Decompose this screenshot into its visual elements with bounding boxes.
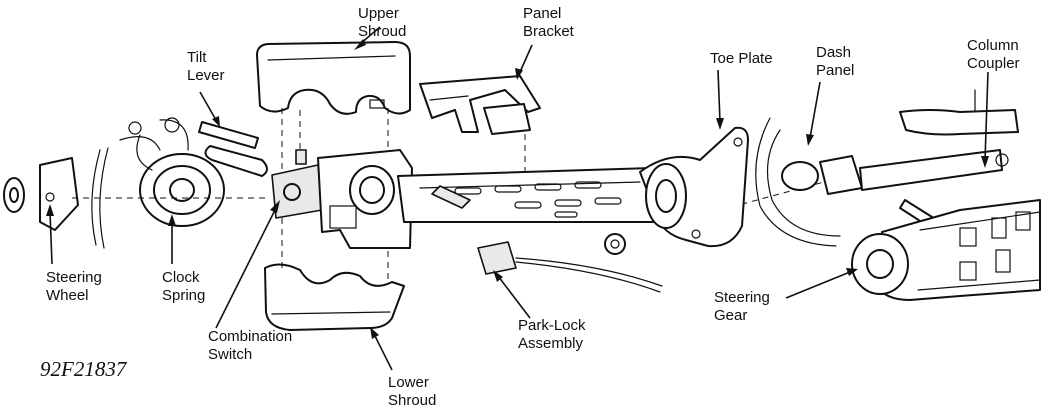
label-dash-panel: Dash Panel	[816, 44, 855, 79]
nut-part	[604, 233, 626, 255]
figure-code: 92F21837	[40, 357, 128, 381]
label-tilt-lever: Tilt Lever	[187, 49, 225, 84]
label-upper-shroud: Upper Shroud	[358, 5, 406, 40]
combination-switch-part	[271, 149, 413, 249]
label-column-coupler: Column Coupler	[967, 37, 1023, 72]
steering-wheel-part	[3, 147, 109, 249]
park-lock-assembly-part	[477, 241, 663, 293]
label-clock-spring: Clock Spring	[162, 269, 205, 304]
tilt-lever-part	[198, 121, 268, 177]
leader-lines	[46, 26, 989, 371]
steering-gear-part	[851, 199, 1041, 301]
label-combination-switch: Combination Switch	[208, 328, 296, 363]
label-park-lock-assembly: Park-Lock Assembly	[518, 317, 590, 352]
label-steering-gear: Steering Gear	[714, 289, 774, 324]
panel-bracket-part	[419, 75, 541, 135]
upper-shroud-part	[256, 41, 411, 115]
column-coupler-part	[819, 89, 1019, 231]
label-steering-wheel: Steering Wheel	[46, 269, 106, 304]
label-panel-bracket: Panel Bracket	[523, 5, 575, 40]
lower-shroud-part	[264, 263, 405, 331]
column-tube-part	[397, 167, 661, 223]
label-toe-plate: Toe Plate	[710, 50, 773, 67]
clock-spring-part	[119, 117, 225, 227]
toe-plate-part	[639, 126, 749, 248]
label-lower-shroud: Lower Shroud	[388, 374, 436, 409]
dash-panel-part	[755, 117, 841, 247]
